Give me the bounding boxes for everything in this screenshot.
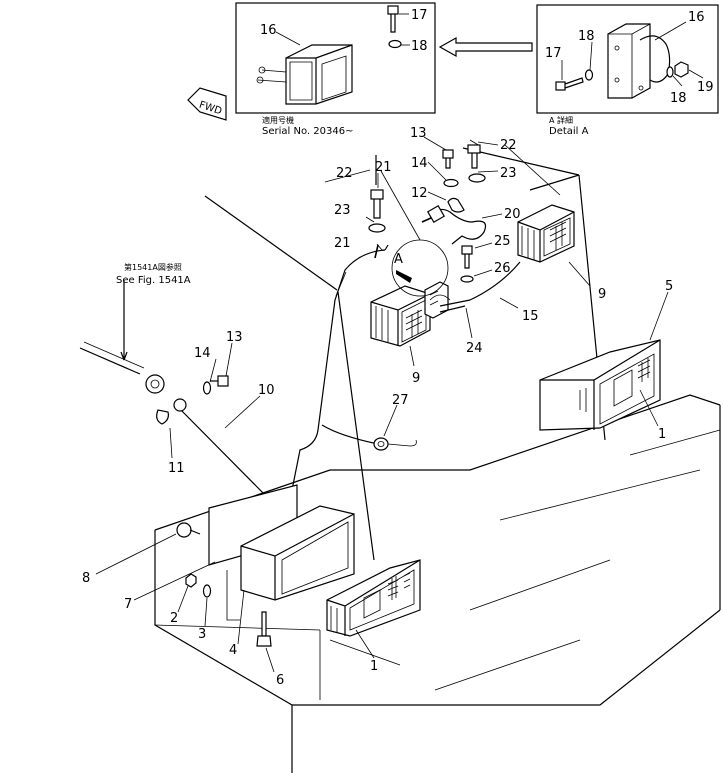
washer-18-detail xyxy=(584,69,594,81)
nut-2 xyxy=(185,573,197,588)
callout-5: 5 xyxy=(665,279,673,294)
clamp-12 xyxy=(447,197,465,213)
harness-15 xyxy=(439,261,521,313)
callout-4: 4 xyxy=(229,643,237,658)
bolt-22-left xyxy=(370,189,384,219)
callout-15: 15 xyxy=(522,309,539,324)
work-lamp-9-right xyxy=(517,204,575,263)
harness-15-wire xyxy=(429,294,451,301)
connector-27 xyxy=(373,437,417,451)
see-fig-label: See Fig. 1541A xyxy=(116,275,191,286)
bolt-13-top xyxy=(442,149,454,169)
inset-detail-panel: 16 18 17 19 18 xyxy=(536,4,719,114)
callout-25: 25 xyxy=(494,234,511,249)
inset-serial-panel: 16 17 18 xyxy=(235,2,436,114)
washer-14-left xyxy=(202,381,212,395)
callout-18-inset2a: 18 xyxy=(578,29,595,44)
detail-label: Detail A xyxy=(549,126,589,137)
callout-9-center: 9 xyxy=(412,371,420,386)
view-marker-a: A xyxy=(394,252,403,267)
callout-19-inset2: 19 xyxy=(697,80,714,95)
callout-13-left: 13 xyxy=(226,330,243,345)
callout-27: 27 xyxy=(392,393,409,408)
washer-3 xyxy=(202,584,212,598)
serial-label: Serial No. 20346~ xyxy=(262,126,353,137)
rear-lamp-1-bottom xyxy=(326,559,421,637)
callout-7: 7 xyxy=(124,597,132,612)
see-fig-label-jp: 第1541A図参照 xyxy=(124,262,182,272)
harness-10 xyxy=(174,249,386,505)
callout-24: 24 xyxy=(466,341,483,356)
bolt-6 xyxy=(256,611,272,647)
callout-21-left: 21 xyxy=(334,236,351,251)
callout-11: 11 xyxy=(168,461,185,476)
washer-23-top xyxy=(468,173,486,183)
callout-17-inset2: 17 xyxy=(545,46,562,61)
callout-1-bottom: 1 xyxy=(370,659,378,674)
bolt-22-top xyxy=(467,144,481,169)
serial-label-jp: 適用号機 xyxy=(262,115,294,125)
callout-16-inset1: 16 xyxy=(260,23,277,38)
callout-16-inset2: 16 xyxy=(688,10,705,25)
washer-18-detail-b xyxy=(666,66,674,78)
callout-14-top: 14 xyxy=(411,156,428,171)
machine-body-outline xyxy=(154,139,721,773)
connector-11 xyxy=(79,341,187,425)
lamp-unit-box xyxy=(256,44,353,105)
detail-a-circle: A xyxy=(391,239,449,297)
washer-18-inset1 xyxy=(388,39,402,49)
bracket-detail xyxy=(607,23,671,99)
callout-18-inset1: 18 xyxy=(411,39,428,54)
callout-9-right: 9 xyxy=(598,287,606,302)
callout-3: 3 xyxy=(198,627,206,642)
bolt-13-left xyxy=(210,375,229,387)
rear-lamp-5 xyxy=(539,339,661,431)
housing-4 xyxy=(240,505,355,601)
mount-bracket xyxy=(424,281,449,319)
harness-27 xyxy=(321,424,379,445)
leader-lines xyxy=(95,136,669,673)
bolt-25 xyxy=(461,245,473,269)
callout-23-top: 23 xyxy=(500,166,517,181)
fwd-direction-icon: FWD xyxy=(187,87,227,121)
callout-17-inset1: 17 xyxy=(411,8,428,23)
callout-13-top: 13 xyxy=(410,126,427,141)
harness-20 xyxy=(431,208,487,245)
bolt-17-detail xyxy=(555,77,584,91)
washer-26 xyxy=(460,275,474,283)
arrow-left-icon xyxy=(438,36,533,58)
callout-22-left: 22 xyxy=(336,166,353,181)
callout-21-top: 21 xyxy=(375,160,392,175)
detail-label-jp: A 詳細 xyxy=(549,115,573,125)
callout-26: 26 xyxy=(494,261,511,276)
nut-19-detail xyxy=(674,61,689,78)
washer-23-left xyxy=(368,223,386,233)
callout-1-right: 1 xyxy=(658,427,666,442)
bolt-17-inset1 xyxy=(387,5,399,33)
work-lamp-9-center xyxy=(370,285,431,347)
callout-23-left: 23 xyxy=(334,203,351,218)
callout-14-left: 14 xyxy=(194,346,211,361)
callout-20: 20 xyxy=(504,207,521,222)
callout-10: 10 xyxy=(258,383,275,398)
callout-22-top: 22 xyxy=(500,138,517,153)
callout-8: 8 xyxy=(82,571,90,586)
bolt-8 xyxy=(176,522,201,538)
callout-6: 6 xyxy=(276,673,284,688)
callout-18-inset2b: 18 xyxy=(670,91,687,106)
callout-12: 12 xyxy=(411,186,428,201)
washer-14-top xyxy=(443,178,459,188)
callout-2: 2 xyxy=(170,611,178,626)
